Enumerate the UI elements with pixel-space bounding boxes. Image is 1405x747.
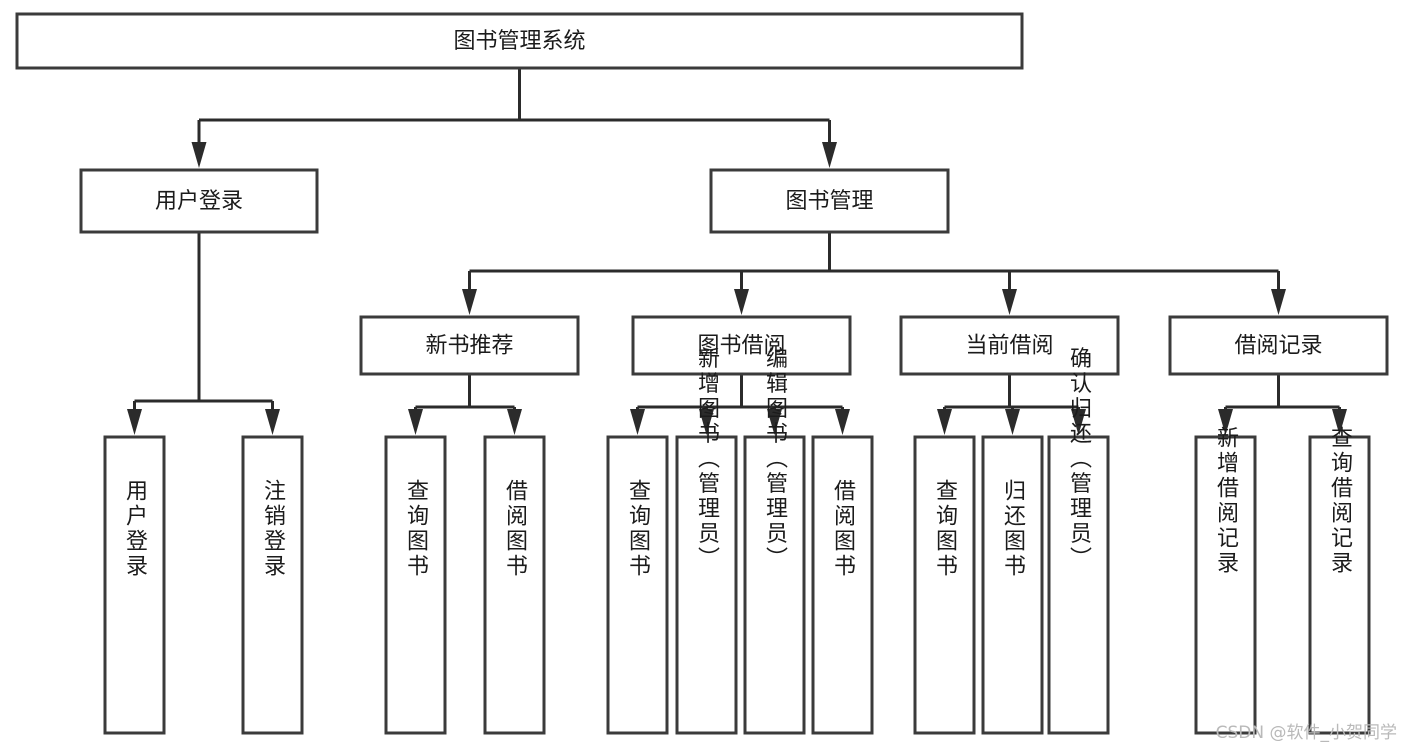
node-layer: 图书管理系统用户登录图书管理新书推荐图书借阅当前借阅借阅记录用户登录注销登录查询… bbox=[15, 12, 1389, 735]
node-leaf-user-login[interactable]: 用户登录 bbox=[103, 435, 166, 735]
node-label-borrow-record: 借阅记录 bbox=[1234, 334, 1322, 359]
arrow-head-icon bbox=[1332, 409, 1347, 435]
node-label-leaf-borrow-book-1: 借阅图书 bbox=[502, 479, 528, 579]
node-borrow-record[interactable]: 借阅记录 bbox=[1168, 315, 1389, 376]
node-label-leaf-query-book-2: 查询图书 bbox=[625, 479, 651, 579]
node-book-borrow[interactable]: 图书借阅 bbox=[631, 315, 852, 376]
node-box-leaf-confirm-return[interactable] bbox=[1047, 435, 1110, 735]
node-book-manage[interactable]: 图书管理 bbox=[709, 168, 950, 234]
node-box-leaf-add-book[interactable] bbox=[675, 435, 738, 735]
arrow-head-icon bbox=[1071, 409, 1086, 435]
arrow-head-icon bbox=[1002, 289, 1017, 315]
node-label-leaf-user-login: 用户登录 bbox=[122, 479, 148, 579]
node-box-new-book-rec[interactable] bbox=[359, 315, 580, 376]
node-label-current-borrow: 当前借阅 bbox=[965, 334, 1053, 359]
node-label-root: 图书管理系统 bbox=[453, 29, 585, 54]
node-label-leaf-query-record: 查询借阅记录 bbox=[1327, 426, 1353, 576]
node-label-leaf-confirm-return: 确认归还（管理员） bbox=[1066, 347, 1092, 572]
arrow-head-icon bbox=[734, 289, 749, 315]
node-leaf-query-record[interactable]: 查询借阅记录 bbox=[1308, 426, 1371, 735]
node-leaf-confirm-return[interactable]: 确认归还（管理员） bbox=[1047, 347, 1110, 735]
node-leaf-user-logout[interactable]: 注销登录 bbox=[241, 435, 304, 735]
arrow-head-icon bbox=[1005, 409, 1020, 435]
arrow-head-icon bbox=[767, 409, 782, 435]
node-label-user-login: 用户登录 bbox=[155, 189, 243, 214]
node-leaf-add-record[interactable]: 新增借阅记录 bbox=[1194, 426, 1257, 735]
node-leaf-query-book-2[interactable]: 查询图书 bbox=[606, 435, 669, 735]
node-label-leaf-query-book-3: 查询图书 bbox=[932, 479, 958, 579]
node-label-leaf-query-book-1: 查询图书 bbox=[403, 479, 429, 579]
arrow-head-icon bbox=[127, 409, 142, 435]
node-new-book-rec[interactable]: 新书推荐 bbox=[359, 315, 580, 376]
node-label-book-borrow: 图书借阅 bbox=[697, 334, 785, 359]
node-root[interactable]: 图书管理系统 bbox=[15, 12, 1024, 70]
arrow-head-icon bbox=[630, 409, 645, 435]
arrow-head-icon bbox=[408, 409, 423, 435]
node-box-book-borrow[interactable] bbox=[631, 315, 852, 376]
node-box-current-borrow[interactable] bbox=[899, 315, 1120, 376]
node-box-root[interactable] bbox=[15, 12, 1024, 70]
node-leaf-edit-book[interactable]: 编辑图书（管理员） bbox=[743, 347, 806, 735]
node-box-leaf-edit-book[interactable] bbox=[743, 435, 806, 735]
node-box-leaf-user-login[interactable] bbox=[103, 435, 166, 735]
node-leaf-add-book[interactable]: 新增图书（管理员） bbox=[675, 347, 738, 735]
node-box-leaf-query-book-2[interactable] bbox=[606, 435, 669, 735]
node-label-leaf-add-book: 新增图书（管理员） bbox=[694, 347, 720, 572]
node-leaf-query-book-3[interactable]: 查询图书 bbox=[913, 435, 976, 735]
node-box-borrow-record[interactable] bbox=[1168, 315, 1389, 376]
arrow-head-icon bbox=[699, 409, 714, 435]
node-user-login[interactable]: 用户登录 bbox=[79, 168, 319, 234]
node-label-leaf-return-book: 归还图书 bbox=[1000, 479, 1026, 579]
node-leaf-borrow-book-1[interactable]: 借阅图书 bbox=[483, 435, 546, 735]
arrow-head-icon bbox=[822, 142, 837, 168]
node-label-leaf-edit-book: 编辑图书（管理员） bbox=[762, 347, 788, 572]
node-leaf-query-book-1[interactable]: 查询图书 bbox=[384, 435, 447, 735]
connector-layer bbox=[127, 68, 1347, 435]
node-label-leaf-add-record: 新增借阅记录 bbox=[1213, 426, 1239, 576]
node-current-borrow[interactable]: 当前借阅 bbox=[899, 315, 1120, 376]
node-box-user-login[interactable] bbox=[79, 168, 319, 234]
node-box-leaf-user-logout[interactable] bbox=[241, 435, 304, 735]
node-box-leaf-query-book-1[interactable] bbox=[384, 435, 447, 735]
node-box-leaf-add-record[interactable] bbox=[1194, 435, 1257, 735]
node-label-book-manage: 图书管理 bbox=[785, 189, 873, 214]
node-box-leaf-borrow-book-1[interactable] bbox=[483, 435, 546, 735]
node-label-leaf-borrow-book-2: 借阅图书 bbox=[830, 479, 856, 579]
node-box-leaf-return-book[interactable] bbox=[981, 435, 1044, 735]
node-leaf-borrow-book-2[interactable]: 借阅图书 bbox=[811, 435, 874, 735]
arrow-head-icon bbox=[1218, 409, 1233, 435]
node-box-book-manage[interactable] bbox=[709, 168, 950, 234]
arrow-head-icon bbox=[265, 409, 280, 435]
node-box-leaf-query-book-3[interactable] bbox=[913, 435, 976, 735]
node-label-new-book-rec: 新书推荐 bbox=[425, 334, 513, 359]
node-box-leaf-query-record[interactable] bbox=[1308, 435, 1371, 735]
arrow-head-icon bbox=[1271, 289, 1286, 315]
arrow-head-icon bbox=[462, 289, 477, 315]
node-box-leaf-borrow-book-2[interactable] bbox=[811, 435, 874, 735]
node-leaf-return-book[interactable]: 归还图书 bbox=[981, 435, 1044, 735]
arrow-head-icon bbox=[507, 409, 522, 435]
arrow-head-icon bbox=[937, 409, 952, 435]
arrow-head-icon bbox=[835, 409, 850, 435]
node-label-leaf-user-logout: 注销登录 bbox=[260, 479, 286, 579]
arrow-head-icon bbox=[191, 142, 207, 168]
